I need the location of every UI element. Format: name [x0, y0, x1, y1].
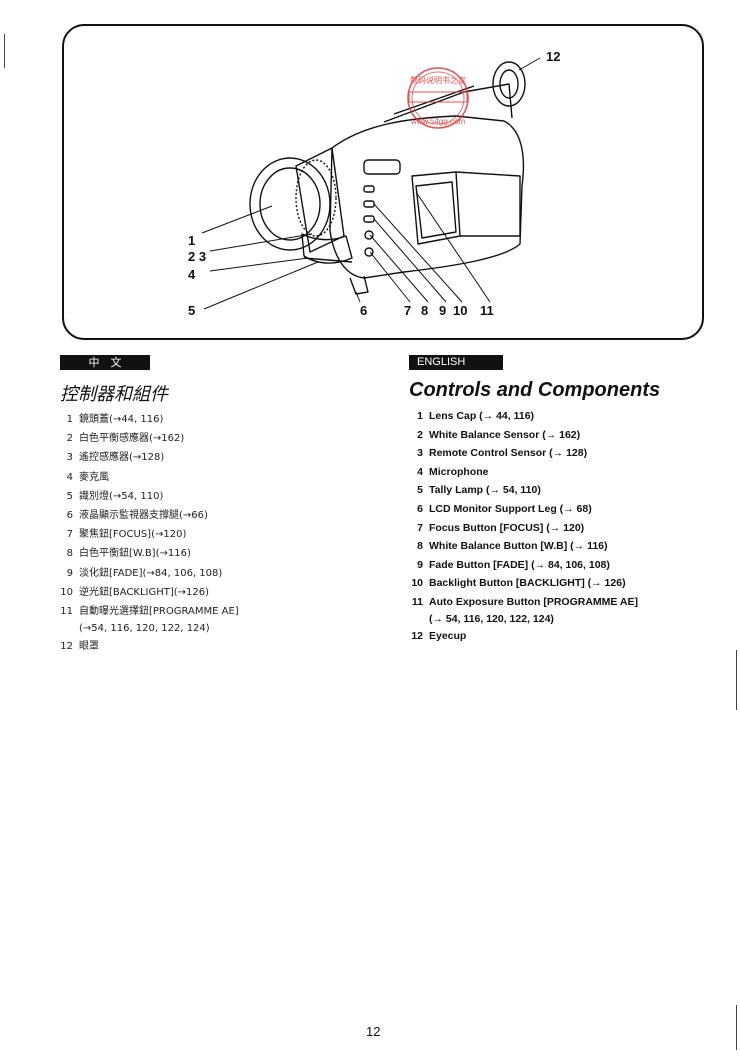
callout-2-3: 2 3 [188, 249, 207, 264]
english-tab: ENGLISH [409, 355, 503, 370]
handle [383, 83, 513, 123]
callout-7: 7 [404, 303, 412, 318]
english-heading: Controls and Components [409, 379, 661, 401]
callout-4: 4 [188, 267, 196, 282]
callout-1: 1 [188, 233, 196, 248]
watermark-stamp: 数码说明书之家 www.54gg.com [407, 67, 469, 129]
crop-mark-right-bottom [736, 1005, 737, 1050]
camcorder-illustration: 数码说明书之家 www.54gg.com [201, 57, 541, 310]
list-item-continuation: (→ 54, 116, 120, 122, 124) [429, 612, 554, 625]
svg-text:www.54gg.com: www.54gg.com [410, 117, 466, 126]
callout-11: 11 [480, 303, 494, 318]
chinese-heading: 控制器和組件 [60, 384, 168, 405]
eyecup-shape [492, 61, 526, 107]
camcorder-body [329, 115, 525, 279]
camcorder-figure: 数码说明书之家 www.54gg.com 1 2 3 4 5 6 7 8 9 1… [62, 24, 704, 340]
callout-10: 10 [453, 303, 468, 318]
lens-cap [249, 157, 331, 251]
page-number: 12 [366, 1024, 381, 1039]
callout-12: 12 [546, 49, 561, 64]
callout-9: 9 [439, 303, 447, 318]
callout-5: 5 [188, 303, 196, 318]
list-item-continuation: (→54, 116, 120, 122, 124) [79, 623, 210, 635]
crop-mark-right-top [736, 650, 737, 710]
support-leg [349, 275, 369, 295]
chinese-tab: 中 文 [60, 355, 150, 370]
crop-mark-left [4, 34, 5, 68]
callout-6: 6 [360, 303, 368, 318]
grip [301, 233, 353, 264]
callout-8: 8 [421, 303, 429, 318]
svg-text:数码说明书之家: 数码说明书之家 [410, 75, 466, 85]
